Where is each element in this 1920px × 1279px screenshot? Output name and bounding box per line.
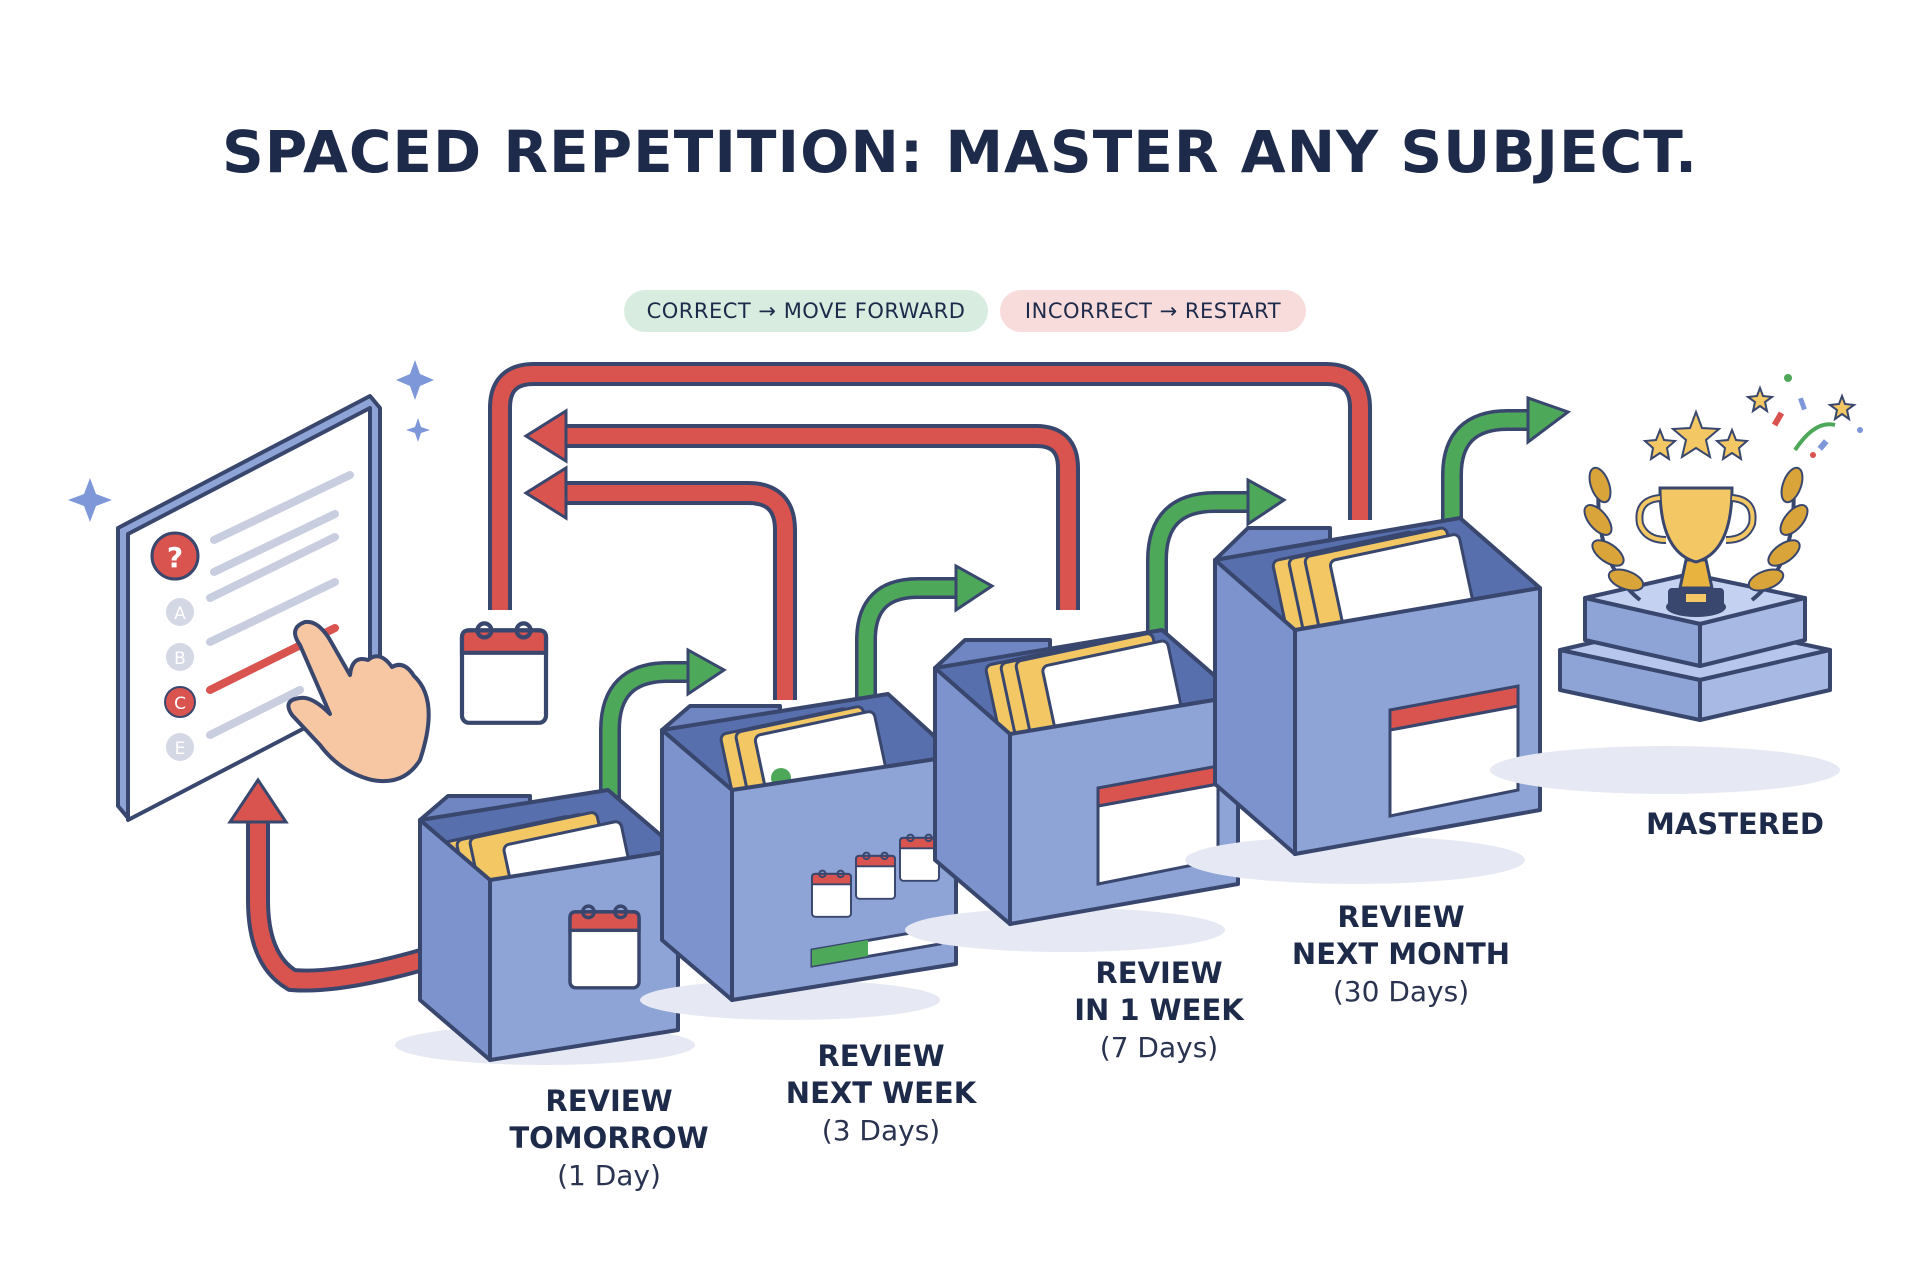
stage-label-next-month: REVIEW NEXT MONTH (30 Days): [1241, 899, 1561, 1011]
calendar-icon: [811, 869, 852, 918]
restart-arrow-stage3: [562, 424, 1080, 610]
laurel-icon: [1583, 466, 1809, 602]
stage-label-line1: REVIEW: [1337, 900, 1465, 934]
stage-label-mastered: MASTERED: [1585, 806, 1885, 843]
stage-label-interval: (1 Day): [557, 1159, 661, 1192]
stage-label-line2: IN 1 WEEK: [1074, 993, 1244, 1027]
stage-label-line1: REVIEW: [817, 1039, 945, 1073]
option-c: C: [174, 694, 186, 714]
calendar-icon: [1388, 684, 1520, 818]
question-mark: ?: [167, 541, 183, 574]
trophy-icon: [1635, 486, 1757, 617]
calendar-icon: [568, 904, 641, 990]
stage-label-tomorrow: REVIEW TOMORROW (1 Day): [449, 1083, 769, 1195]
progress-bar: [810, 926, 942, 968]
sparkle-icon: [68, 360, 434, 522]
correct-arrows: [599, 395, 1572, 800]
card-box-tomorrow: [395, 788, 695, 1065]
stage-label-line2: NEXT MONTH: [1291, 937, 1511, 971]
page-title: SPACED REPETITION: MASTER ANY SUBJECT.: [222, 118, 1698, 186]
stage-label-interval: (30 Days): [1332, 975, 1470, 1008]
option-e: E: [175, 739, 186, 759]
stage-label-1-week: REVIEW IN 1 WEEK (7 Days): [999, 955, 1319, 1067]
calendar-icon: [855, 851, 896, 900]
stage-label-line2: TOMORROW: [509, 1121, 709, 1155]
stage-label-interval: (3 Days): [821, 1114, 941, 1147]
confetti-icon: [1771, 374, 1863, 458]
card-box-next-month: [1185, 516, 1542, 884]
option-b: B: [174, 649, 186, 669]
mastered-label: MASTERED: [1646, 807, 1824, 841]
stage-label-next-week: REVIEW NEXT WEEK (3 Days): [721, 1038, 1041, 1150]
mastered-pedestal: [1490, 572, 1840, 794]
legend-incorrect: INCORRECT → RESTART: [1000, 290, 1306, 332]
calendar-icon: [462, 623, 546, 722]
card-box-1-week: [905, 628, 1240, 952]
legend-correct: CORRECT → MOVE FORWARD: [624, 290, 988, 332]
pointing-hand-icon: [286, 619, 431, 783]
stage-label-line1: REVIEW: [545, 1084, 673, 1118]
star-icon: [1642, 385, 1857, 462]
option-a: A: [174, 604, 186, 624]
stage-label-line1: REVIEW: [1095, 956, 1223, 990]
stage-label-interval: (7 Days): [1099, 1031, 1219, 1064]
stage-label-line2: NEXT WEEK: [785, 1076, 977, 1110]
incorrect-arrows: [227, 362, 1372, 993]
card-box-next-week: [640, 692, 958, 1020]
